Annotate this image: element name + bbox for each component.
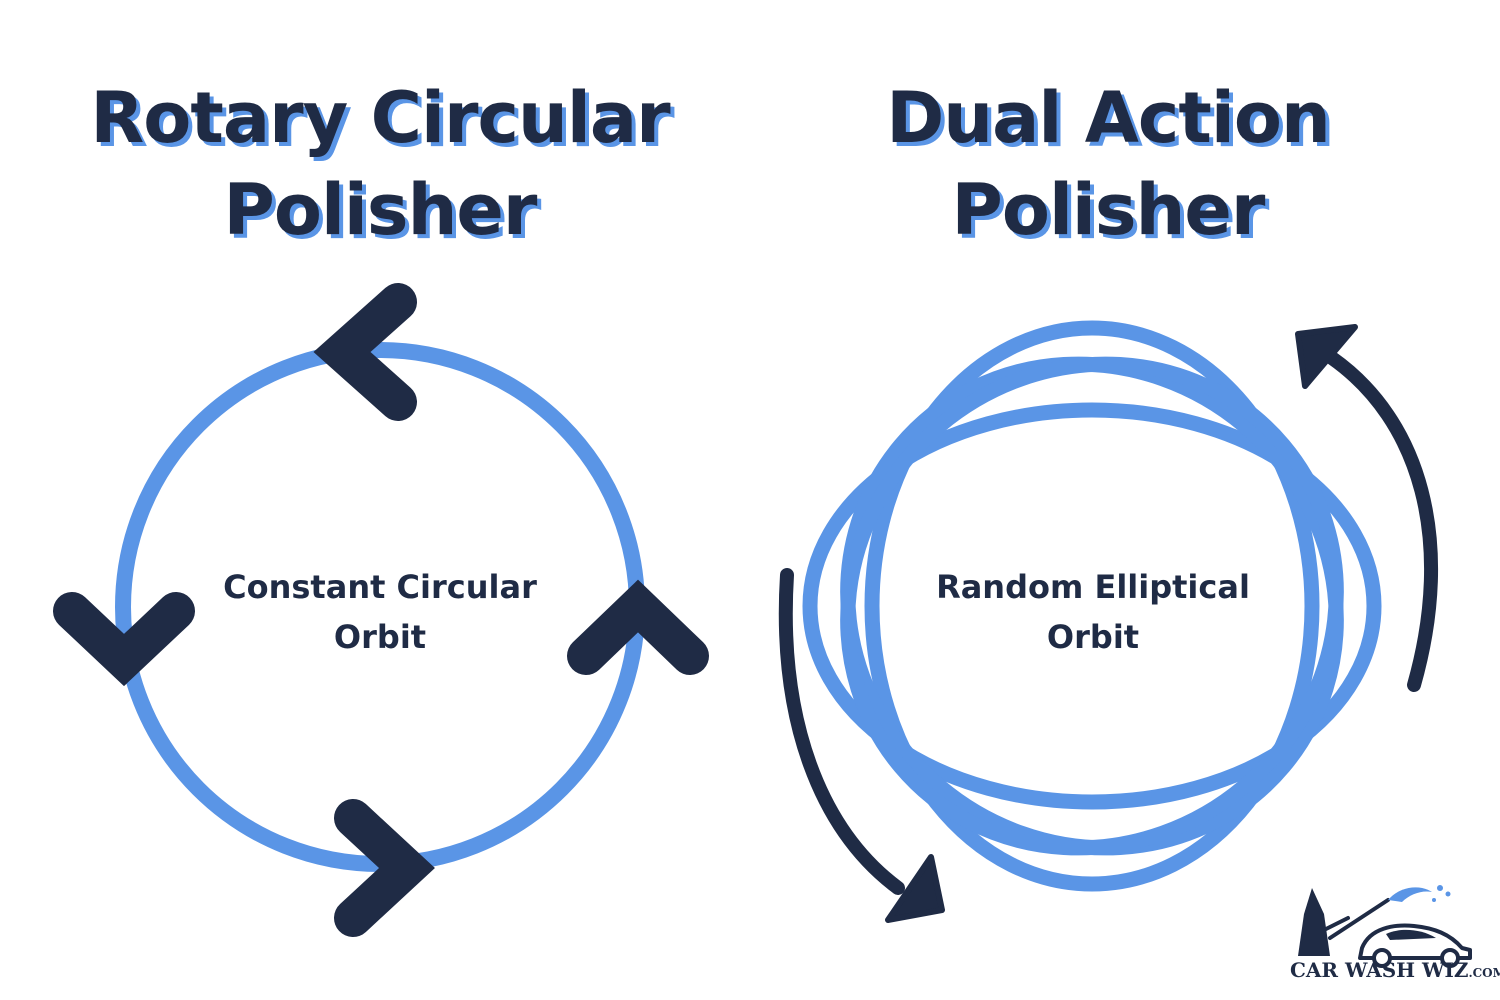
chevron-top-icon — [313, 283, 417, 421]
rotary-title-line-2: Polisher — [223, 169, 538, 251]
water-spray-icon — [1388, 887, 1432, 902]
rotary-orbit-caption: Constant Circular Orbit — [170, 562, 590, 662]
rotary-title-line-1: Rotary Circular — [90, 77, 670, 159]
elliptical-orbit-1 — [864, 320, 1320, 892]
dual-action-caption-line-1: Random Elliptical — [936, 568, 1250, 606]
dual-action-title-line-1: Dual Action — [886, 77, 1331, 159]
dual-action-caption-line-2: Orbit — [1046, 618, 1140, 656]
dual-action-orbit-caption: Random Elliptical Orbit — [883, 562, 1303, 662]
dual-action-polisher-title: Dual Action Polisher — [728, 72, 1488, 256]
arrowhead-top-right-icon — [1295, 324, 1358, 389]
curved-arrow-right-icon — [1325, 351, 1439, 692]
wizard-hat-icon — [1304, 888, 1324, 914]
curved-arrow-left-icon — [778, 568, 905, 895]
dual-action-orbit-group — [802, 320, 1382, 892]
chevron-left-icon — [53, 592, 195, 687]
rotary-orbit-group — [53, 283, 709, 937]
car-wash-wiz-logo-text[interactable]: CAR WASH WIZ.COM — [1290, 958, 1500, 982]
elliptical-orbit-2 — [802, 402, 1382, 810]
chevron-right-icon — [567, 579, 709, 675]
arrowhead-bottom-left-icon — [885, 854, 945, 923]
spray-wand-icon — [1328, 898, 1390, 940]
rotary-caption-line-2: Orbit — [333, 618, 427, 656]
logo-brand-name: CAR WASH WIZ — [1290, 958, 1469, 982]
chevron-bottom-icon — [334, 799, 435, 937]
dual-action-title-line-2: Polisher — [951, 169, 1266, 251]
car-wash-wiz-logo-icon — [1298, 885, 1472, 968]
logo-brand-tld: .COM — [1468, 966, 1500, 980]
elliptical-orbit-3 — [840, 356, 1344, 856]
rotary-polisher-title: Rotary Circular Polisher — [0, 72, 760, 256]
wizard-figure-icon — [1298, 914, 1330, 956]
car-icon — [1358, 923, 1472, 968]
rotation-arrows — [778, 351, 1439, 895]
rotary-caption-line-1: Constant Circular — [223, 568, 537, 606]
elliptical-orbit-4 — [840, 356, 1344, 856]
